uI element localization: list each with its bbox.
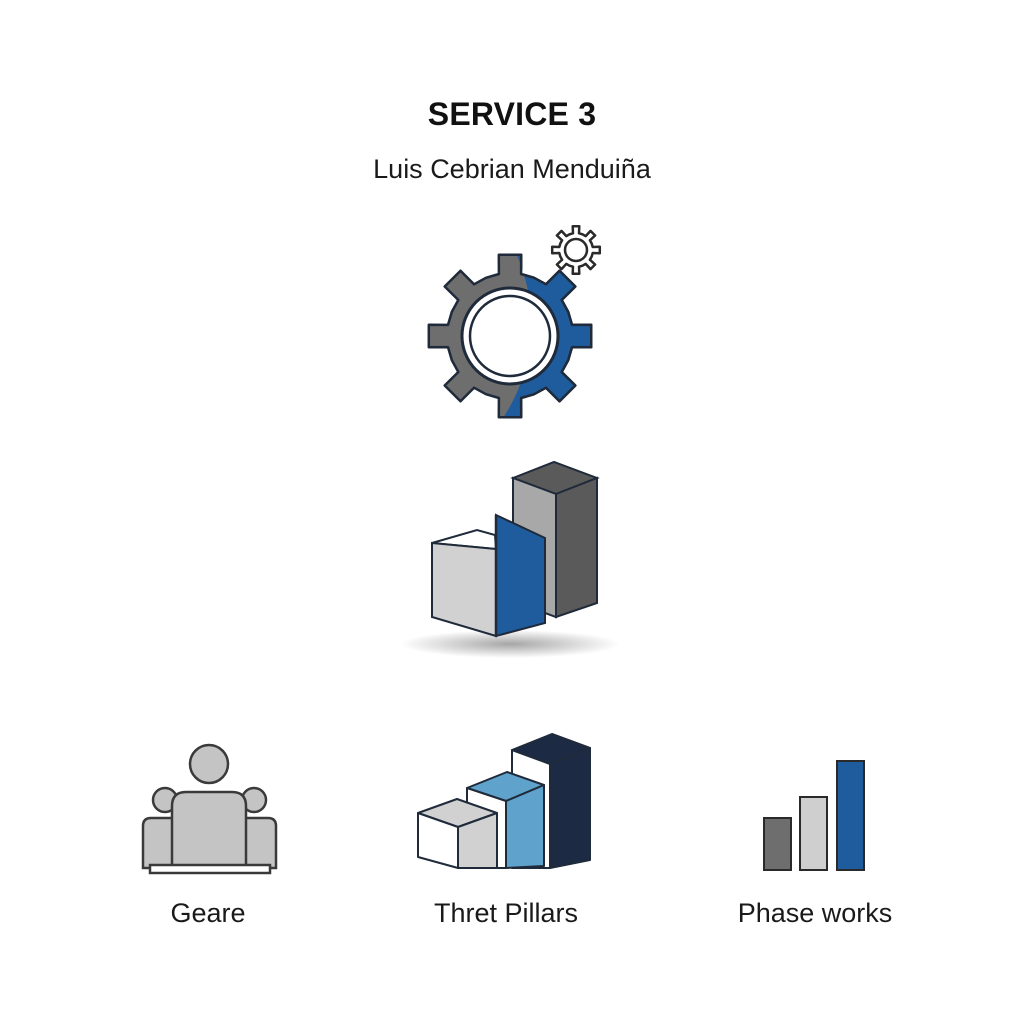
caption-pillars: Thret Pillars: [433, 898, 579, 928]
team-icon: [141, 743, 278, 875]
page-subtitle: Luis Cebrian Menduiña: [373, 154, 651, 184]
caption-phase: Phase works: [737, 898, 893, 928]
caption-team: Geare: [170, 898, 246, 928]
page-title: SERVICE 3: [427, 96, 597, 132]
small-gear-icon: [550, 224, 602, 276]
gear-icon: [427, 253, 593, 419]
bar-chart-icon: [763, 760, 865, 871]
pillar-blocks-icon: [400, 460, 620, 658]
stair-blocks-icon: [417, 733, 591, 869]
